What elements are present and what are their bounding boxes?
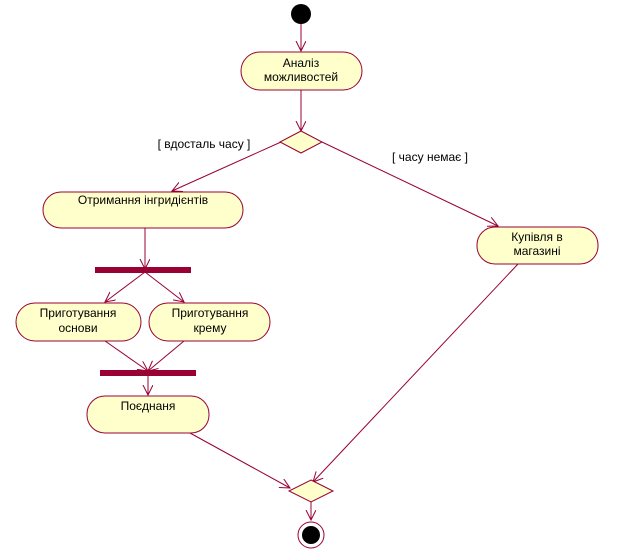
activity-prepare-cream: Приготування крему <box>148 302 271 342</box>
activity-combine: Поєднаня <box>86 395 210 434</box>
activity-analysis: Аналіз можливостей <box>240 51 363 91</box>
merge-node <box>287 479 335 503</box>
transition-fork-to-base <box>105 271 146 302</box>
fork-bar <box>95 267 191 273</box>
activity-buy-in-store: Купівля в магазині <box>476 226 599 265</box>
transition-base-to-join <box>104 340 148 371</box>
guard-no-time: [ часу немає ] <box>392 150 468 164</box>
initial-node <box>291 4 311 24</box>
transition-store-to-merge <box>313 263 519 482</box>
activity-prepare-base-line-1: Приготування <box>40 306 117 320</box>
transition-combine-to-merge <box>189 432 290 488</box>
activity-analysis-line-1: Аналіз <box>283 56 320 70</box>
activity-get-ingredients-line-1: Отримання інгридієнтів <box>78 193 208 207</box>
activity-prepare-cream-line-2: крему <box>194 321 227 335</box>
transitions <box>104 24 519 520</box>
transition-fork-to-cream <box>144 271 184 302</box>
activity-get-ingredients: Отримання інгридієнтів <box>42 191 244 229</box>
final-node <box>297 521 325 549</box>
decision-node <box>278 130 324 154</box>
activity-prepare-base-line-2: основи <box>58 321 97 335</box>
guard-enough-time: [ вдосталь часу ] <box>158 137 251 151</box>
activity-prepare-cream-line-1: Приготування <box>172 306 249 320</box>
transition-cream-to-join <box>148 340 185 371</box>
transition-decision-to-ingredients <box>172 141 282 191</box>
activity-analysis-line-2: можливостей <box>264 70 338 84</box>
activity-combine-line-1: Поєднаня <box>121 399 176 413</box>
join-bar <box>100 370 196 376</box>
activity-prepare-base: Приготування основи <box>15 302 142 342</box>
activity-buy-in-store-line-1: Купівля в <box>511 230 562 244</box>
transition-decision-to-store <box>321 141 498 226</box>
activity-buy-in-store-line-2: магазині <box>513 244 560 258</box>
